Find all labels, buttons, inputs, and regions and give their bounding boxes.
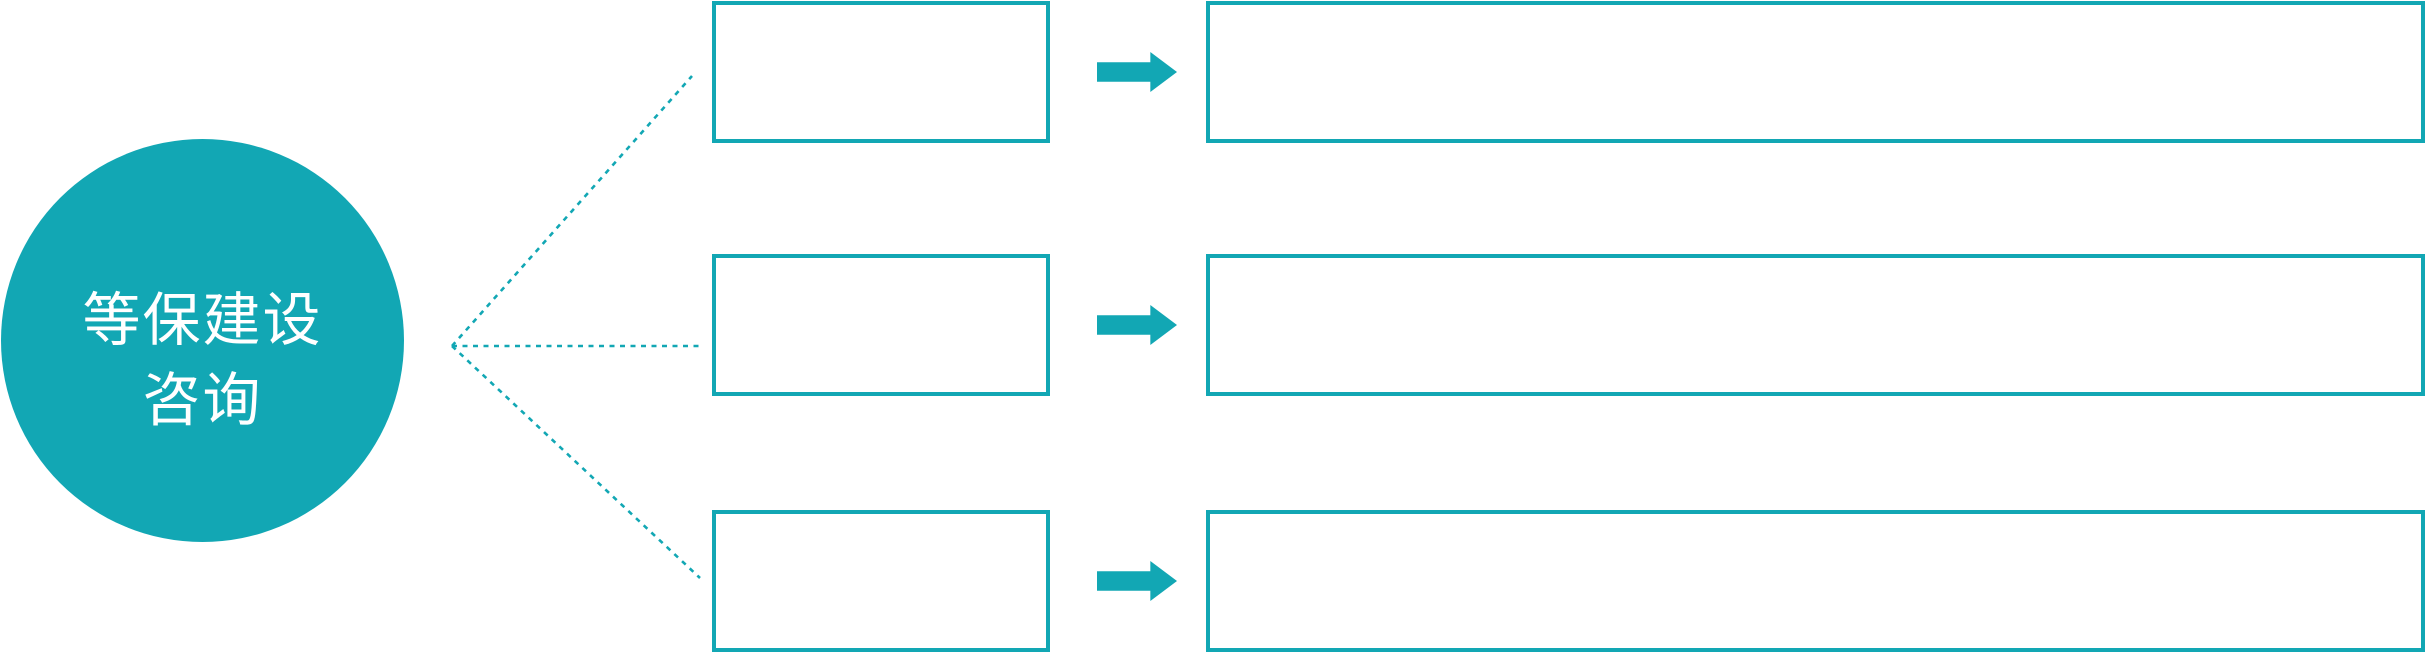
hub-circle: 等保建设 咨询: [1, 139, 404, 542]
category-box-3: [712, 510, 1050, 652]
detail-box-1: [1206, 1, 2425, 143]
branch-row-2: [0, 254, 2434, 396]
right-arrow-icon: [1097, 1, 1177, 143]
branch-row-3: [0, 510, 2434, 652]
branch-row-1: [0, 1, 2434, 143]
hub-label-line1: 等保建设: [82, 287, 323, 353]
right-arrow-icon: [1097, 510, 1177, 652]
hub-label: 等保建设 咨询: [82, 281, 322, 441]
detail-box-2: [1206, 254, 2425, 396]
category-box-1: [712, 1, 1050, 143]
category-box-2: [712, 254, 1050, 396]
right-arrow-icon: [1097, 254, 1177, 396]
detail-box-3: [1206, 510, 2425, 652]
hub-label-line2: 咨询: [142, 367, 263, 433]
